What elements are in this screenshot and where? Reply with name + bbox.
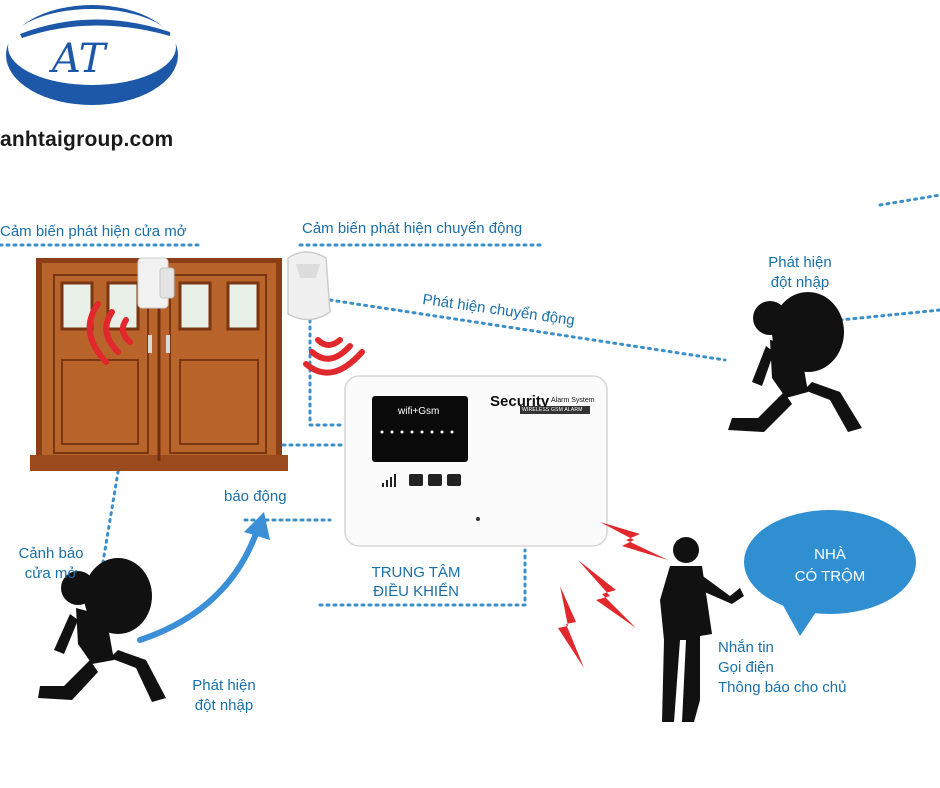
alarm-arrow — [137, 512, 270, 643]
device-screen-text: wifi+Gsm — [398, 406, 440, 417]
motion-sensor-label: Cảm biến phát hiện chuyển động — [302, 220, 523, 237]
motion-sensor — [287, 251, 331, 321]
intrusion-right-label-1: Phát hiện — [768, 254, 832, 271]
thief-right-silhouette — [728, 292, 862, 432]
door-warning-label-1: Cảnh báo — [18, 545, 84, 562]
right-mid-line — [838, 308, 940, 322]
speaker-icon — [447, 474, 461, 486]
control-panel — [344, 375, 608, 547]
notify-label-1: Nhắn tin — [718, 639, 774, 656]
device-model-strip: WIRELESS GSM ALARM — [522, 407, 583, 413]
alarm-label: báo động — [224, 488, 287, 505]
intrusion-right-label-2: đột nhập — [770, 274, 830, 291]
notify-label-2: Gọi điện — [718, 659, 774, 676]
svg-text:AT: AT — [48, 36, 109, 82]
right-top-line — [878, 193, 940, 207]
company-logo: AT — [6, 5, 178, 105]
sms-icon — [409, 474, 423, 486]
motion-sensor-waves — [303, 337, 365, 376]
device-brand: Security — [490, 393, 550, 410]
owner-silhouette — [660, 537, 744, 722]
door-warning-label-2: cửa mở — [24, 565, 78, 582]
notify-label-3: Thông báo cho chủ — [718, 679, 847, 696]
thief-left-silhouette — [38, 558, 166, 702]
door-illustration — [30, 257, 288, 471]
center-bottom-line — [318, 548, 527, 607]
bubble-line-1: NHÀ — [814, 546, 846, 563]
company-website: anhtaigroup.com — [0, 128, 174, 151]
intrusion-left-label-2: đột nhập — [194, 697, 254, 714]
control-center-label-1: TRUNG TÂM — [371, 564, 461, 581]
alarm-bolts — [558, 522, 668, 668]
motion-to-center-line — [308, 318, 347, 427]
phone-icon — [428, 474, 442, 486]
door-sensor-waves — [86, 301, 133, 365]
signal-icon — [382, 474, 396, 487]
intrusion-left-label-1: Phát hiện — [192, 677, 256, 694]
speech-bubble — [744, 510, 916, 636]
device-subtitle: Alarm System — [551, 397, 595, 404]
door-sensor-label: Cảm biến phát hiện cửa mở — [0, 223, 187, 240]
control-center-label-2: ĐIỀU KHIỂN — [373, 583, 459, 600]
bubble-line-2: CÓ TRỘM — [794, 568, 866, 585]
